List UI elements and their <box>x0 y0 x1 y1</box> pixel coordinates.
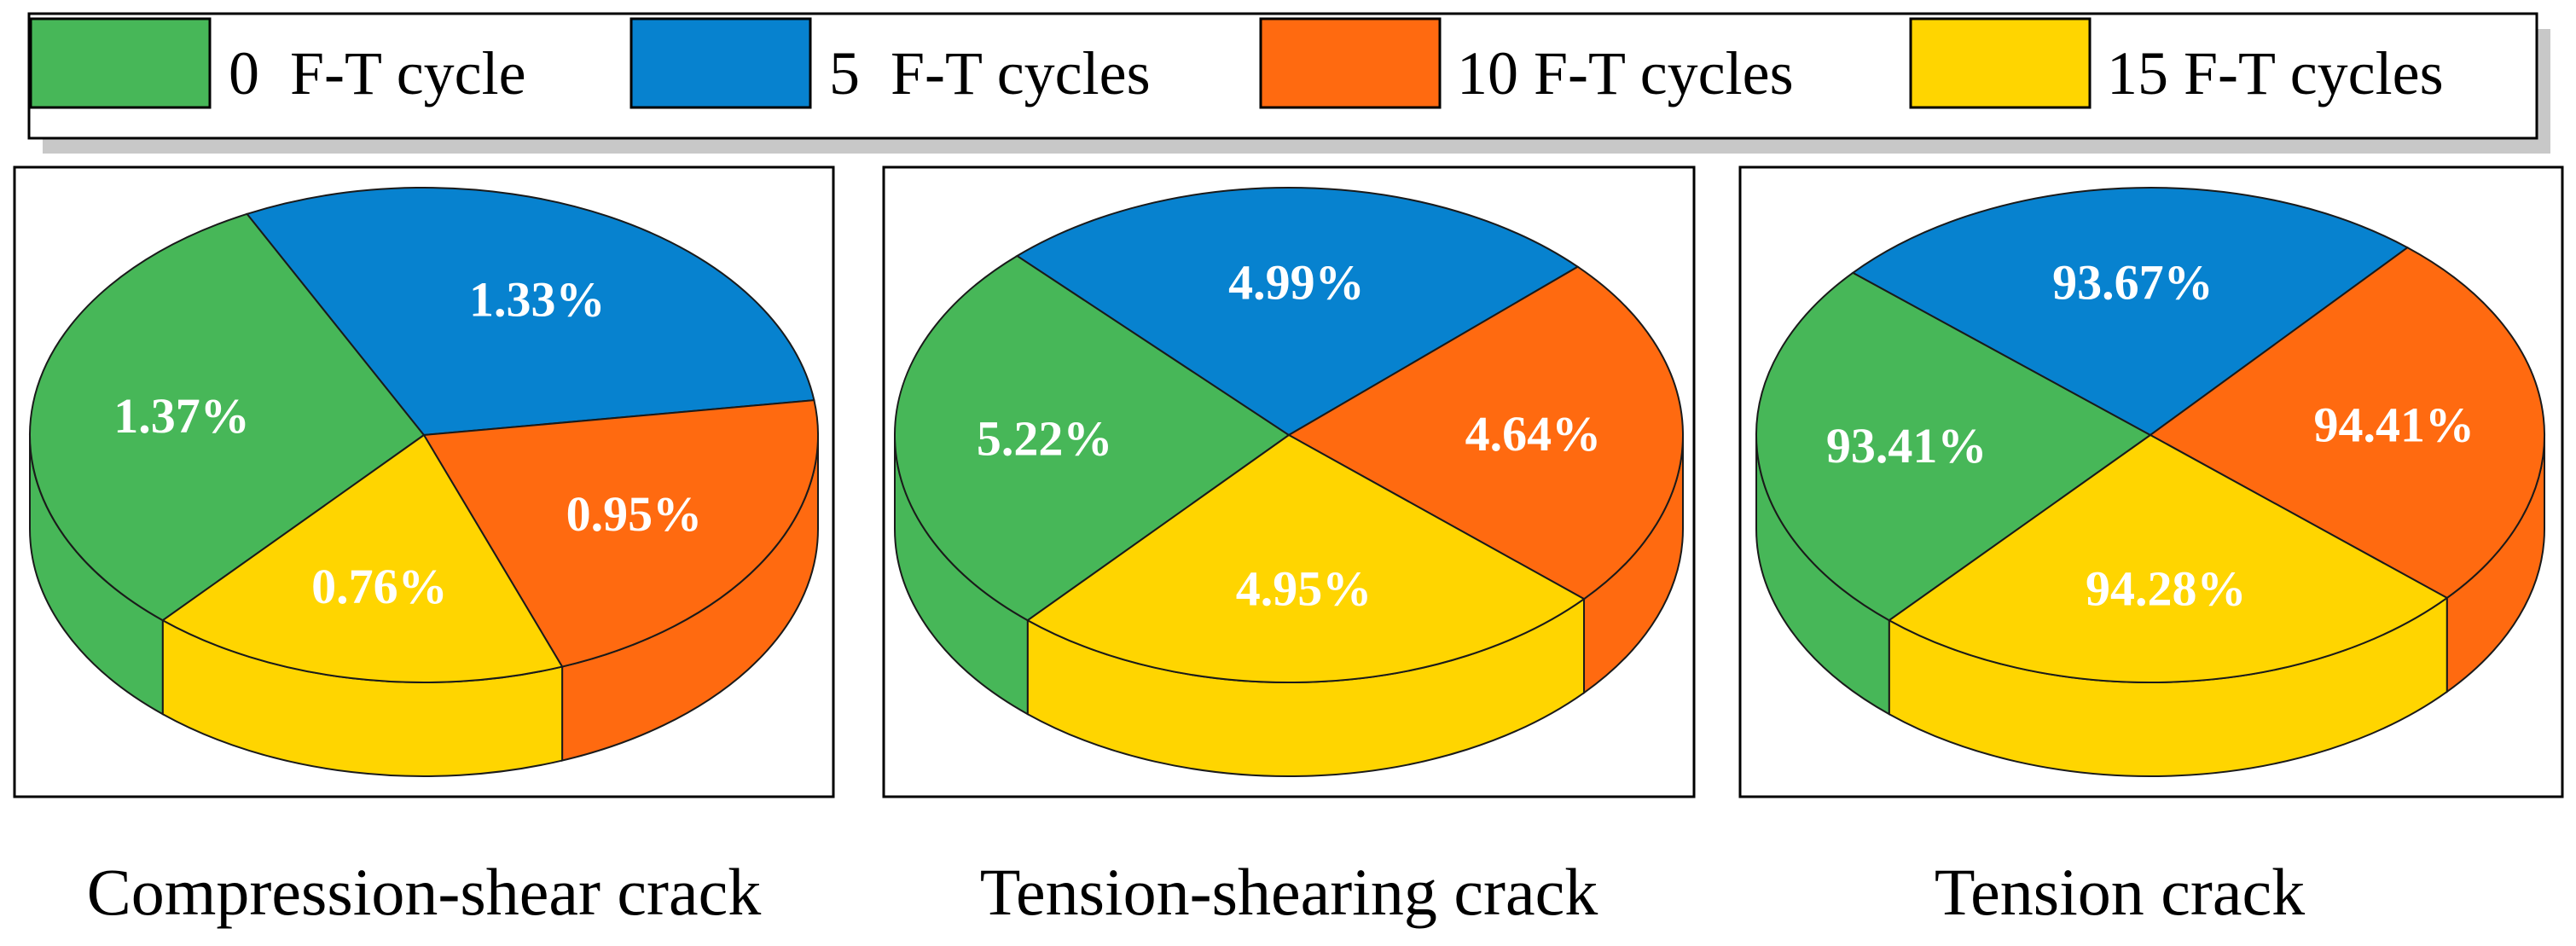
pie-label-0-3: 0.76% <box>311 559 448 614</box>
pie-slice-1-2 <box>1286 265 1684 601</box>
pie-slice-2-3 <box>1887 433 2449 683</box>
pie-slice-2-0 <box>1755 271 2152 622</box>
pie-label-1-1: 4.99% <box>1228 254 1365 310</box>
legend-swatch-0 <box>29 17 212 109</box>
chart-title-0: Compression-shear crack <box>87 855 762 929</box>
pie-slice-1-1 <box>1015 187 1580 437</box>
pie-label-2-0: 93.41% <box>1826 418 1987 473</box>
legend-label-2: 10 F-T cycles <box>1457 39 1794 107</box>
chart-title-1: Tension-shearing crack <box>980 855 1598 929</box>
pie-label-0-1: 1.33% <box>469 272 606 328</box>
panel-frame-1 <box>882 165 1696 798</box>
pie-label-1-0: 5.22% <box>977 410 1113 466</box>
panel-frame-0 <box>13 165 835 798</box>
legend-label-3: 15 F-T cycles <box>2107 39 2444 107</box>
legend-swatch-3 <box>1909 17 2092 109</box>
pie-label-2-2: 94.41% <box>2313 397 2474 452</box>
pie-slice-0-3 <box>160 433 564 683</box>
pie-slice-2-1 <box>1851 187 2410 437</box>
legend-swatch-1 <box>629 17 812 109</box>
pie-compression-shear: 1.37% 1.33% 0.95% 0.76% <box>29 187 819 777</box>
pie-tension-shearing: 5.22% 4.99% 4.64% 4.95% <box>894 187 1684 777</box>
chart-title-2: Tension crack <box>1935 855 2305 929</box>
legend-label-1: 5 F-T cycles <box>829 39 1151 107</box>
panel-frame-2 <box>1738 165 2564 798</box>
pie-slice-0-0 <box>29 212 426 622</box>
legend-label-0: 0 F-T cycle <box>229 39 526 107</box>
pie-slice-1-0 <box>894 254 1291 622</box>
pie-label-1-2: 4.64% <box>1465 406 1602 461</box>
pie-tension: 93.41% 93.67% 94.41% 94.28% <box>1755 187 2545 777</box>
pie-label-0-0: 1.37% <box>113 388 250 444</box>
pie-slice-0-1 <box>245 187 815 437</box>
pie-label-1-3: 4.95% <box>1236 560 1372 616</box>
pie-slice-1-3 <box>1025 433 1586 683</box>
pie-label-2-1: 93.67% <box>2052 255 2213 310</box>
pie-label-2-3: 94.28% <box>2086 560 2247 616</box>
legend: 0 F-T cycle 5 F-T cycles 10 F-T cycles 1… <box>27 12 2550 154</box>
pie-slice-2-2 <box>2149 247 2545 600</box>
legend-swatch-2 <box>1259 17 1442 109</box>
pie-label-0-2: 0.95% <box>566 486 703 542</box>
